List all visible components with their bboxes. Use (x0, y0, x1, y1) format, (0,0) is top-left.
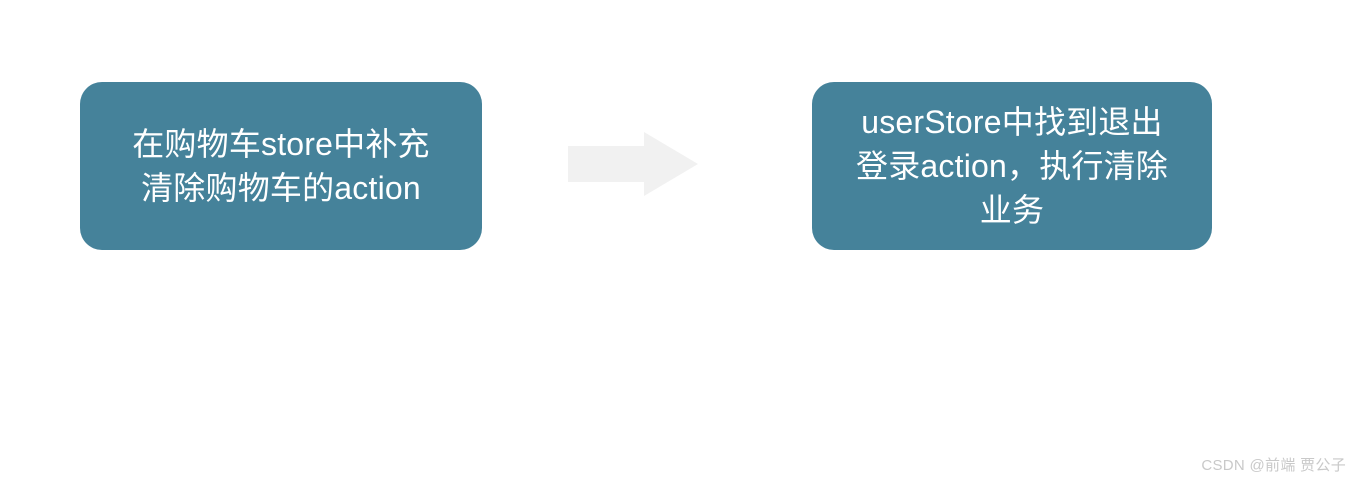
user-store-logout-node[interactable]: userStore中找到退出 登录action，执行清除 业务 (812, 82, 1212, 250)
cart-store-action-node[interactable]: 在购物车store中补充 清除购物车的action (80, 82, 482, 250)
cart-store-action-node-label: 在购物车store中补充 清除购物车的action (132, 126, 430, 206)
watermark-text: CSDN @前端 贾公子 (1201, 457, 1346, 474)
user-store-logout-node-label: userStore中找到退出 登录action，执行清除 业务 (856, 104, 1168, 228)
right-arrow-icon (566, 132, 700, 196)
